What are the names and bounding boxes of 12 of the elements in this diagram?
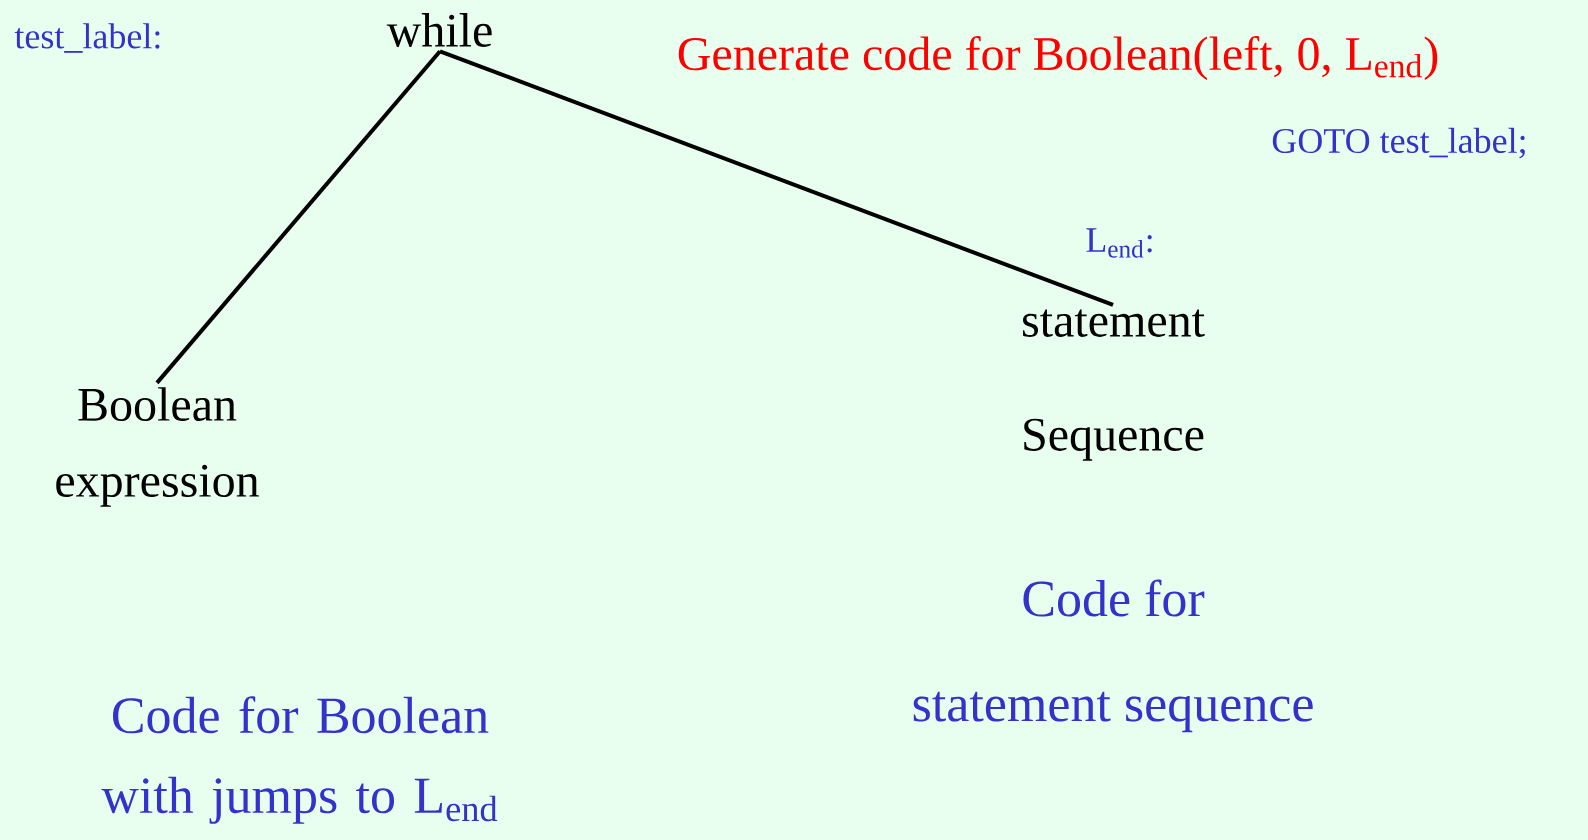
code-label: L$_{end}$: — [1086, 228, 1152, 258]
code-label: GOTO test_label; — [1272, 127, 1525, 159]
tree-node-text: Boolean expression — [56, 387, 259, 507]
annotation-text: Generate code for Boolean(left, 0, L$_{end}$) — [678, 36, 1438, 80]
annotation-text: Code for Boolean with jumps to L$_{end}$ — [101, 696, 498, 824]
tree-edge — [155, 50, 442, 385]
code-label: test_label: — [14, 23, 160, 53]
annotation-text: Code for — [1023, 579, 1205, 617]
keyword-text: while — [386, 13, 492, 47]
tree-edge — [439, 49, 1114, 307]
annotation-text: statement sequence — [913, 691, 1313, 733]
tree-node-text: statement Sequence — [1023, 309, 1205, 461]
